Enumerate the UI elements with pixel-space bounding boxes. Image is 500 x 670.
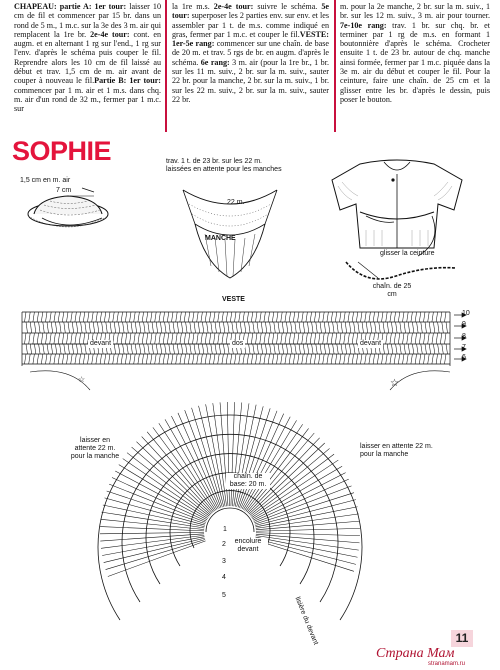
instruction-step-text: 3 m. air (pour la 1re br., 1 br. sur les… [172, 57, 329, 104]
neckline-label: encolure devant [228, 538, 268, 554]
instruction-step-heading: VESTE: 1er-5e rang: [172, 29, 329, 49]
hat-drawing [27, 187, 109, 228]
inner-row-label: 3 [222, 558, 226, 565]
sleeve-label: MANCHE [205, 235, 236, 242]
column-2: la 1re m.s. 2e-4e tour: suivre le schéma… [172, 2, 329, 105]
hat-label-size: 7 cm [56, 187, 72, 194]
row-label: 7 [462, 344, 466, 351]
instruction-step-heading: 2e-4e tour: [213, 2, 254, 11]
watermark-logo: Страна Мам [376, 646, 455, 661]
instruction-step-text: m. pour la 2e manche, 2 br. sur la m. su… [340, 2, 490, 21]
column-rule [334, 0, 336, 132]
page-number: 11 [451, 630, 473, 647]
instruction-paragraph: la 1re m.s. 2e-4e tour: suivre le schéma… [172, 2, 329, 104]
svg-text:☆: ☆ [390, 378, 399, 389]
instruction-step-text: suivre le schéma. [253, 2, 322, 11]
instruction-step-text: commencer par 1 m. air et 1 m.s. dans ch… [14, 85, 161, 114]
instruction-step-text: laisser 10 cm de fil et commencer par 15… [14, 2, 161, 39]
part-dos: dos [230, 340, 246, 348]
veste-chart: ☆ ☆ [21, 311, 467, 621]
chart-title: VESTE [222, 296, 245, 303]
part-devant-left: devant [88, 340, 114, 348]
instruction-step-text: superposer les 2 parties env. sur env. e… [172, 11, 329, 39]
watermark-domain: stranamam.ru [428, 661, 466, 667]
sleeve-note: trav. 1 t. de 23 br. sur les 22 m. laiss… [166, 158, 282, 173]
inner-row-label: 1 [223, 526, 227, 533]
svg-text:☆: ☆ [78, 375, 85, 384]
inner-row-label: 2 [222, 541, 226, 548]
instruction-step-heading: 6e rang: [200, 57, 230, 67]
instruction-paragraph: m. pour la 2e manche, 2 br. sur la m. su… [340, 2, 490, 104]
note-left: laisser en attente 22 m. pour la manche [70, 437, 120, 461]
instruction-step-heading: 2e-4e tour: [90, 29, 130, 39]
column-3: m. pour la 2e manche, 2 br. sur la m. su… [340, 2, 490, 105]
belt-drawing [345, 261, 457, 280]
row-label: 6 [462, 354, 466, 361]
instruction-step-text: la 1re m.s. [172, 2, 214, 11]
hat-label-chain: 1,5 cm en m. air [20, 177, 71, 184]
column-rule [165, 0, 167, 132]
inner-row-label: 4 [222, 574, 226, 581]
column-1: CHAPEAU: partie A: 1er tour: laisser 10 … [14, 2, 161, 115]
instruction-step-heading: 7e-10e rang: [340, 20, 387, 30]
sleeve-diagram [182, 189, 278, 279]
instruction-step-text: commencer sur une chaîn. de base de 20 m… [172, 39, 330, 67]
instructions-text: CHAPEAU: partie A: 1er tour: laisser 10 … [0, 0, 500, 138]
instruction-step-heading: CHAPEAU: partie A: 1er tour: [14, 2, 127, 11]
sleeve-count: 22 m. [227, 199, 245, 206]
inner-row-label: 5 [222, 592, 226, 599]
instruction-paragraph: CHAPEAU: partie A: 1er tour: laisser 10 … [14, 2, 161, 114]
base-chain-label: chaîn. de base: 20 m. [226, 473, 270, 489]
row-label: 8 [462, 333, 466, 340]
instruction-step-text: trav. 1 br. sur chq. br. et terminer par… [340, 20, 490, 104]
row-label: 9 [462, 321, 466, 328]
part-devant-right: devant [358, 340, 384, 348]
jacket-illustration [331, 159, 463, 257]
row-label: 10 [462, 310, 470, 317]
instruction-step-heading: 5e tour: [172, 2, 329, 21]
belt-chain-label: chaîn. de 25 cm [372, 283, 412, 298]
instruction-step-heading: Partie B: 1er tour: [94, 76, 162, 86]
pattern-title: SOPHIE [12, 136, 112, 166]
belt-insert-label: glisser la ceinture [380, 250, 435, 257]
instruction-step-text: cont. en augm. et en alternant 1 rg sur … [14, 29, 161, 86]
note-right: laisser en attente 22 m. pour la manche [360, 443, 436, 459]
